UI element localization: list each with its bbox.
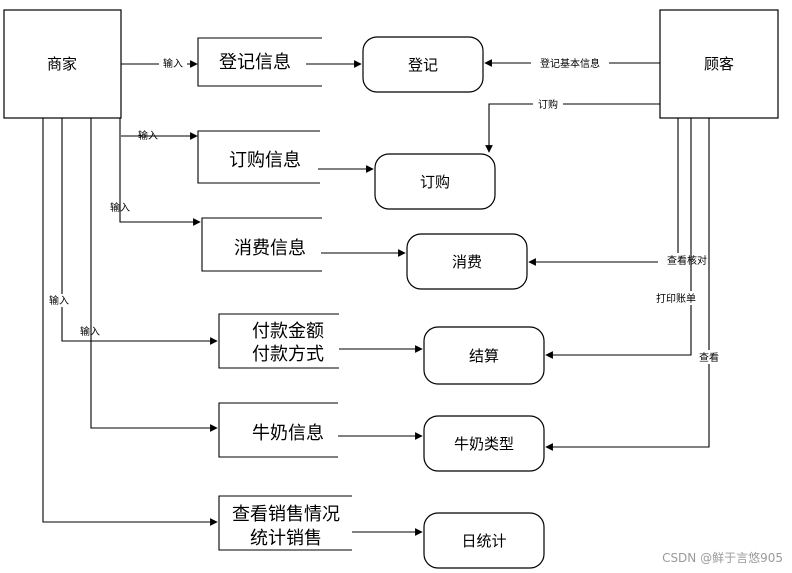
store-register-info-label: 登记信息 bbox=[219, 52, 291, 73]
process-daily-stats-label: 日统计 bbox=[461, 532, 506, 550]
flow-input-label: 输入 bbox=[49, 294, 69, 307]
store-order-info: 订购信息 bbox=[197, 130, 320, 184]
process-order-label: 订购 bbox=[420, 173, 450, 191]
flow-input-label: 输入 bbox=[163, 57, 183, 70]
process-milk-type: 牛奶类型 bbox=[423, 415, 545, 472]
entity-merchant-label: 商家 bbox=[47, 55, 77, 73]
entity-customer: 顾客 bbox=[659, 9, 779, 119]
process-consume: 消费 bbox=[406, 233, 528, 290]
flow-print-bill-label: 打印账单 bbox=[656, 292, 696, 305]
watermark: CSDN @鲜于言悠905 bbox=[662, 550, 783, 565]
store-stat-sales-label: 统计销售 bbox=[250, 528, 322, 549]
process-order: 订购 bbox=[374, 153, 496, 210]
process-register-label: 登记 bbox=[408, 56, 438, 74]
flow-input-label: 输入 bbox=[80, 325, 100, 338]
flow-order-label: 订购 bbox=[538, 98, 558, 111]
flow-merchant-milk-info bbox=[90, 118, 218, 432]
flow-merchant-order-info: 输入 bbox=[121, 129, 198, 142]
store-view-sales-label: 查看销售情况 bbox=[232, 504, 340, 525]
store-payment: 付款金额 付款方式 bbox=[218, 313, 339, 369]
flow-customer-milk-type: 查看 bbox=[545, 118, 725, 451]
flow-input-label: 输入 bbox=[110, 201, 130, 214]
flow-merchant-payment: 输入 bbox=[61, 118, 218, 345]
process-milk-type-label: 牛奶类型 bbox=[454, 435, 514, 453]
flow-merchant-consume-info: 输入 bbox=[110, 118, 201, 226]
store-payment-amount-label: 付款金额 bbox=[252, 321, 324, 342]
flow-customer-register: 登记基本信息 bbox=[484, 56, 660, 70]
process-consume-label: 消费 bbox=[452, 253, 482, 271]
process-settle-label: 结算 bbox=[469, 347, 499, 365]
flow-merchant-register-info: 输入 bbox=[121, 57, 198, 70]
process-daily-stats: 日统计 bbox=[423, 512, 545, 569]
flow-customer-consume: 查看核对 bbox=[528, 118, 716, 267]
flow-customer-order: 订购 bbox=[485, 97, 660, 153]
flow-register-basic-label: 登记基本信息 bbox=[540, 57, 600, 70]
store-consume-info-label: 消费信息 bbox=[234, 238, 306, 259]
store-register-info: 登记信息 bbox=[197, 37, 322, 87]
store-milk-info-label: 牛奶信息 bbox=[252, 423, 324, 444]
store-payment-method-label: 付款方式 bbox=[252, 344, 324, 365]
store-milk-info: 牛奶信息 bbox=[218, 402, 338, 458]
process-register: 登记 bbox=[362, 36, 484, 93]
flow-view-label: 查看 bbox=[699, 351, 719, 364]
flow-customer-settle: 打印账单 bbox=[545, 118, 704, 359]
flow-input-label: 输入 bbox=[138, 129, 158, 142]
store-order-info-label: 订购信息 bbox=[229, 150, 301, 171]
store-consume-info: 消费信息 bbox=[201, 217, 322, 272]
entity-merchant: 商家 bbox=[3, 9, 122, 119]
process-settle: 结算 bbox=[423, 326, 545, 385]
entity-customer-label: 顾客 bbox=[704, 55, 734, 73]
flow-view-verify-label: 查看核对 bbox=[667, 254, 707, 267]
store-sales: 查看销售情况 统计销售 bbox=[218, 495, 352, 551]
flow-merchant-sales: 输入 bbox=[42, 118, 218, 526]
